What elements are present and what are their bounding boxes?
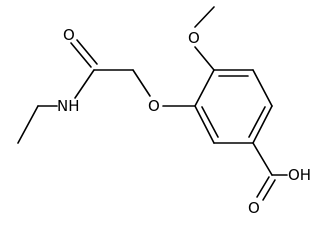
methoxy-methyl-bond [194,6,215,28]
amide-carbonyl-double-b [76,39,98,65]
amide-oxygen-label: O [63,26,75,44]
amide-nitrogen-label: NH [57,97,80,115]
methoxy-ring-bond [194,46,215,71]
ring-bond-upper-right [252,69,273,107]
acid-carbonyl-oxygen-label: O [248,199,260,217]
ring-bond-upper-left [194,69,215,107]
ring-acid-bond [252,142,273,176]
acid-hydroxyl-label: OH [288,166,311,184]
acid-carbonyl-double-b [262,179,276,201]
ring-bond-lower-right [252,105,273,144]
carbonyl-nitrogen-bond [74,69,95,99]
ring-bond-lower-left-double [201,106,219,138]
amide-carbonyl-double-a [70,42,92,68]
ether-oxygen-label: O [148,97,160,115]
acid-carbonyl-double-a [256,176,270,198]
ether-ch2-bond [132,69,151,97]
ring-bond-lower-right-double [248,106,266,138]
ethyl-methyl-bond [17,105,39,144]
molecule-diagram: O O O NH O OH [17,6,311,217]
methoxy-oxygen-label: O [188,29,200,47]
structure-canvas: O O O NH O OH [17,6,311,217]
ring-bond-lower-left [194,105,215,144]
